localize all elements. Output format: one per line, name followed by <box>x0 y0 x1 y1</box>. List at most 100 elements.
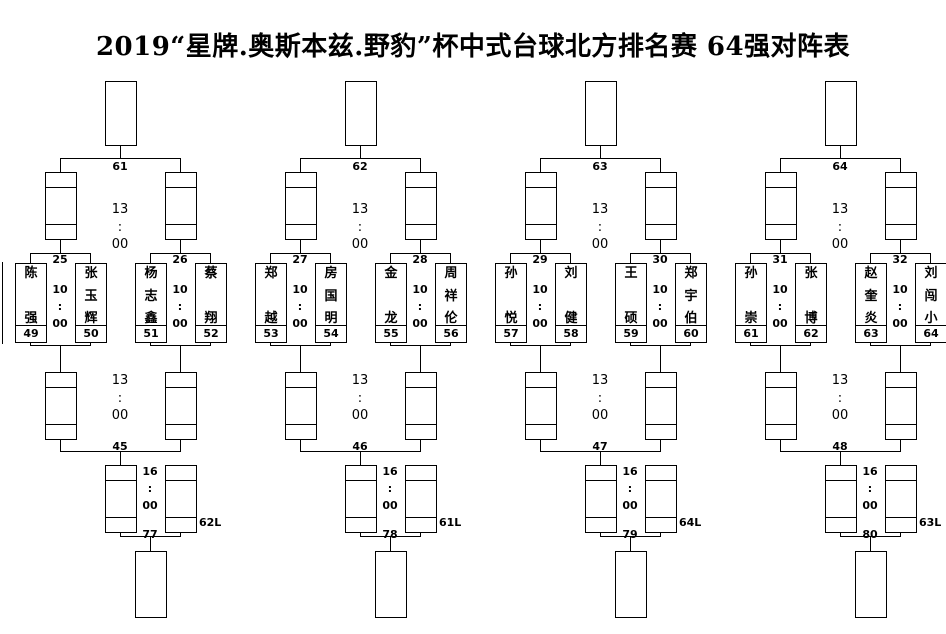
time-part: : <box>117 390 123 406</box>
qualifier-slot <box>525 172 557 240</box>
bracket-line <box>420 533 421 537</box>
bracket-line <box>870 253 931 254</box>
player-name-char: 郑 <box>264 266 278 281</box>
slot-bottom <box>346 517 376 532</box>
slot-top <box>646 466 676 481</box>
bracket-line <box>30 343 31 346</box>
bracket-line <box>660 533 661 537</box>
bracket-line <box>690 343 691 346</box>
slot-bottom <box>46 224 76 239</box>
player-name-char: 崇 <box>744 311 758 326</box>
player-name-char: 越 <box>264 311 278 326</box>
player-seed: 58 <box>556 325 586 342</box>
bracket-line <box>180 158 181 173</box>
qualifier-slot <box>285 172 317 240</box>
player-name-char: 鑫 <box>144 311 158 326</box>
match-number: 26 <box>172 253 188 266</box>
slot-top <box>346 466 376 481</box>
time-part: 00 <box>772 317 788 330</box>
match-time: 16:00 <box>135 463 165 514</box>
player-name: 孙悦 <box>496 266 526 326</box>
slot-top <box>826 466 856 481</box>
qualifier-slot <box>885 372 917 440</box>
slot-top <box>766 373 796 388</box>
match-number: 79 <box>622 528 638 541</box>
player-name-char: 闯 <box>924 288 938 304</box>
time-part: 13 <box>111 373 129 388</box>
bracket-line <box>540 240 541 254</box>
time-part: 00 <box>351 237 369 252</box>
bracket-line <box>540 158 541 173</box>
time-part: 00 <box>111 237 129 252</box>
time-part: 13 <box>351 373 369 388</box>
bracket-line <box>330 343 331 346</box>
time-part: 00 <box>351 408 369 423</box>
time-part: 00 <box>532 317 548 330</box>
bracket-line <box>780 440 781 452</box>
bracket-line <box>390 343 391 346</box>
slot-top <box>406 373 436 388</box>
slot-bottom <box>526 224 556 239</box>
bracket-line <box>120 533 121 537</box>
time-part: 13 <box>831 373 849 388</box>
time-part: : <box>417 300 423 313</box>
match-time: 10:00 <box>45 281 75 332</box>
qualifier-slot <box>45 372 77 440</box>
match-number: 30 <box>652 253 668 266</box>
match-time: 16:00 <box>615 463 645 514</box>
qualifier-slot <box>165 372 197 440</box>
bracket-line <box>390 253 451 254</box>
bracket-line <box>420 240 421 254</box>
match-number: 29 <box>532 253 548 266</box>
bracket-line <box>840 451 841 466</box>
match-number: 80 <box>862 528 878 541</box>
bracket-line <box>300 345 301 373</box>
time-part: 13 <box>111 202 129 217</box>
slot-bottom <box>166 424 196 439</box>
consolation-slot <box>825 465 857 533</box>
slot-bottom <box>406 424 436 439</box>
match-time: 13:00 <box>585 372 615 425</box>
bracket-line <box>150 536 151 552</box>
slot-bottom <box>406 517 436 532</box>
consolation-slot <box>885 465 917 533</box>
player-name: 杨志鑫 <box>136 266 166 326</box>
slot-top <box>406 173 436 188</box>
slot-bottom <box>166 517 196 532</box>
slot-top <box>886 173 916 188</box>
bracket-line <box>630 253 631 264</box>
bracket-line <box>570 343 571 346</box>
bracket-line <box>360 533 361 537</box>
bracket-line <box>810 253 811 264</box>
bracket-line <box>30 253 91 254</box>
slot-bottom <box>526 424 556 439</box>
bracket-line <box>120 451 121 466</box>
time-part: 13 <box>351 202 369 217</box>
match-time: 13:00 <box>345 201 375 254</box>
bracket-line <box>300 440 301 452</box>
match-time: 10:00 <box>165 281 195 332</box>
player-seed: 60 <box>676 325 706 342</box>
player-name-char: 金 <box>384 266 398 281</box>
player-name-char: 郑 <box>684 266 698 281</box>
match-time: 10:00 <box>885 281 915 332</box>
time-part: : <box>357 390 363 406</box>
match-number: 46 <box>352 440 368 453</box>
bracket-line <box>540 345 541 373</box>
placement-slot <box>135 551 167 618</box>
bracket-line <box>660 440 661 452</box>
time-part: : <box>57 300 63 313</box>
player-name: 张玉辉 <box>76 266 106 326</box>
final-slot <box>105 81 137 146</box>
player-name-char: 张 <box>804 266 818 281</box>
time-part: 13 <box>591 202 609 217</box>
final-slot <box>345 81 377 146</box>
bracket-line <box>750 253 751 264</box>
qualifier-slot <box>765 372 797 440</box>
bracket-line <box>600 533 601 537</box>
bracket-line <box>900 440 901 452</box>
slot-top <box>46 173 76 188</box>
